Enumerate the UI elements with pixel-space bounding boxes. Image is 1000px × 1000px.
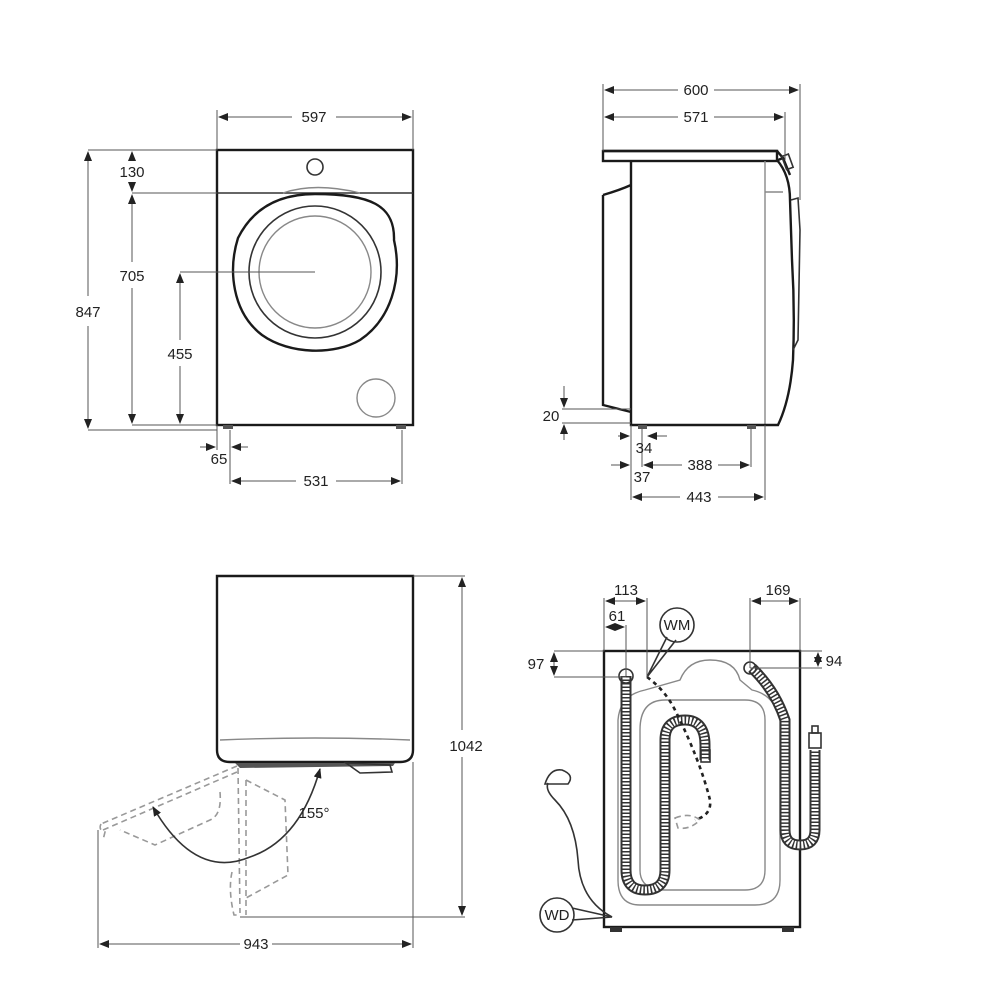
callout-wm-label: WM — [664, 617, 691, 634]
door-open-depth-label: 1042 — [449, 738, 482, 755]
door-angle-arc — [152, 768, 322, 864]
filter-cover — [356, 378, 396, 418]
front-width-label: 597 — [301, 109, 326, 126]
front-total-height-label: 847 — [75, 304, 100, 321]
front-view: 597 847 130 705 455 65 531 — [75, 109, 415, 490]
side-base-depth-label: 443 — [686, 489, 711, 506]
side-view: 600 571 20 34 37 388 443 — [543, 82, 801, 506]
front-cabinet — [215, 148, 415, 427]
front-foot-offset-label: 65 — [211, 451, 228, 468]
internal-cable — [646, 675, 712, 822]
door-angle-label: 155° — [298, 805, 329, 822]
side-top-panel — [601, 149, 779, 163]
rear-view: WM WD 113 61 169 97 94 — [528, 582, 843, 933]
side-door — [790, 196, 801, 351]
power-cord — [546, 782, 613, 918]
front-top-panel-label: 130 — [119, 164, 144, 181]
inlet-hose — [748, 664, 820, 850]
side-foot-span-label: 388 — [687, 457, 712, 474]
callout-wd-label: WD — [545, 907, 570, 924]
front-center-height-label: 455 — [167, 346, 192, 363]
rear-left-inlet-inner-label: 61 — [609, 608, 626, 625]
top-cabinet — [215, 574, 415, 764]
rear-panel-outline — [617, 659, 781, 906]
drain-hose — [621, 676, 710, 895]
callout-wm — [659, 607, 695, 643]
power-plug-icon — [543, 768, 572, 785]
side-depth-total-label: 600 — [683, 82, 708, 99]
hose-connector — [808, 732, 822, 749]
door-open-outline — [100, 765, 238, 831]
top-total-width-label: 943 — [243, 936, 268, 953]
top-view: 155° 1042 943 — [97, 574, 483, 953]
rear-left-vertical-label: 97 — [528, 656, 545, 673]
door-outer-ring — [231, 192, 398, 352]
front-door-height-label: 705 — [119, 268, 144, 285]
side-rear-foot-offset-label: 37 — [634, 469, 651, 486]
rear-cabinet — [602, 649, 802, 929]
rear-right-vertical-label: 94 — [826, 653, 843, 670]
control-knob-icon — [306, 158, 324, 176]
side-rear-gap-label: 20 — [543, 408, 560, 425]
rear-right-inlet-label: 169 — [765, 582, 790, 599]
rear-left-inlet-outer-label: 113 — [614, 582, 638, 599]
side-depth-body-label: 571 — [683, 109, 708, 126]
callout-wd — [539, 897, 575, 933]
side-foot-width-label: 34 — [636, 440, 653, 457]
front-foot-span-label: 531 — [303, 473, 328, 490]
